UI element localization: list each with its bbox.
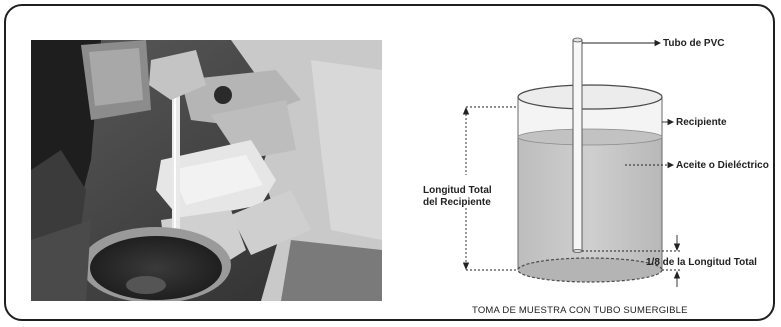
pvc-tube [573, 38, 582, 253]
container-cylinder [518, 85, 662, 282]
sampling-diagram: Tubo de PVC Recipiente Aceite o Dieléctr… [400, 10, 781, 320]
label-fraction: 1/8 de la Longitud Total [646, 257, 757, 268]
label-oil: Aceite o Dieléctrico [676, 160, 769, 171]
label-container: Recipiente [676, 117, 727, 128]
label-total-length-1: Longitud Total [423, 185, 492, 196]
label-total-length-2: del Recipiente [423, 197, 491, 208]
label-tube: Tubo de PVC [663, 38, 724, 49]
diagram-caption: TOMA DE MUESTRA CON TUBO SUMERGIBLE [472, 305, 688, 316]
sampling-photo [31, 40, 382, 301]
